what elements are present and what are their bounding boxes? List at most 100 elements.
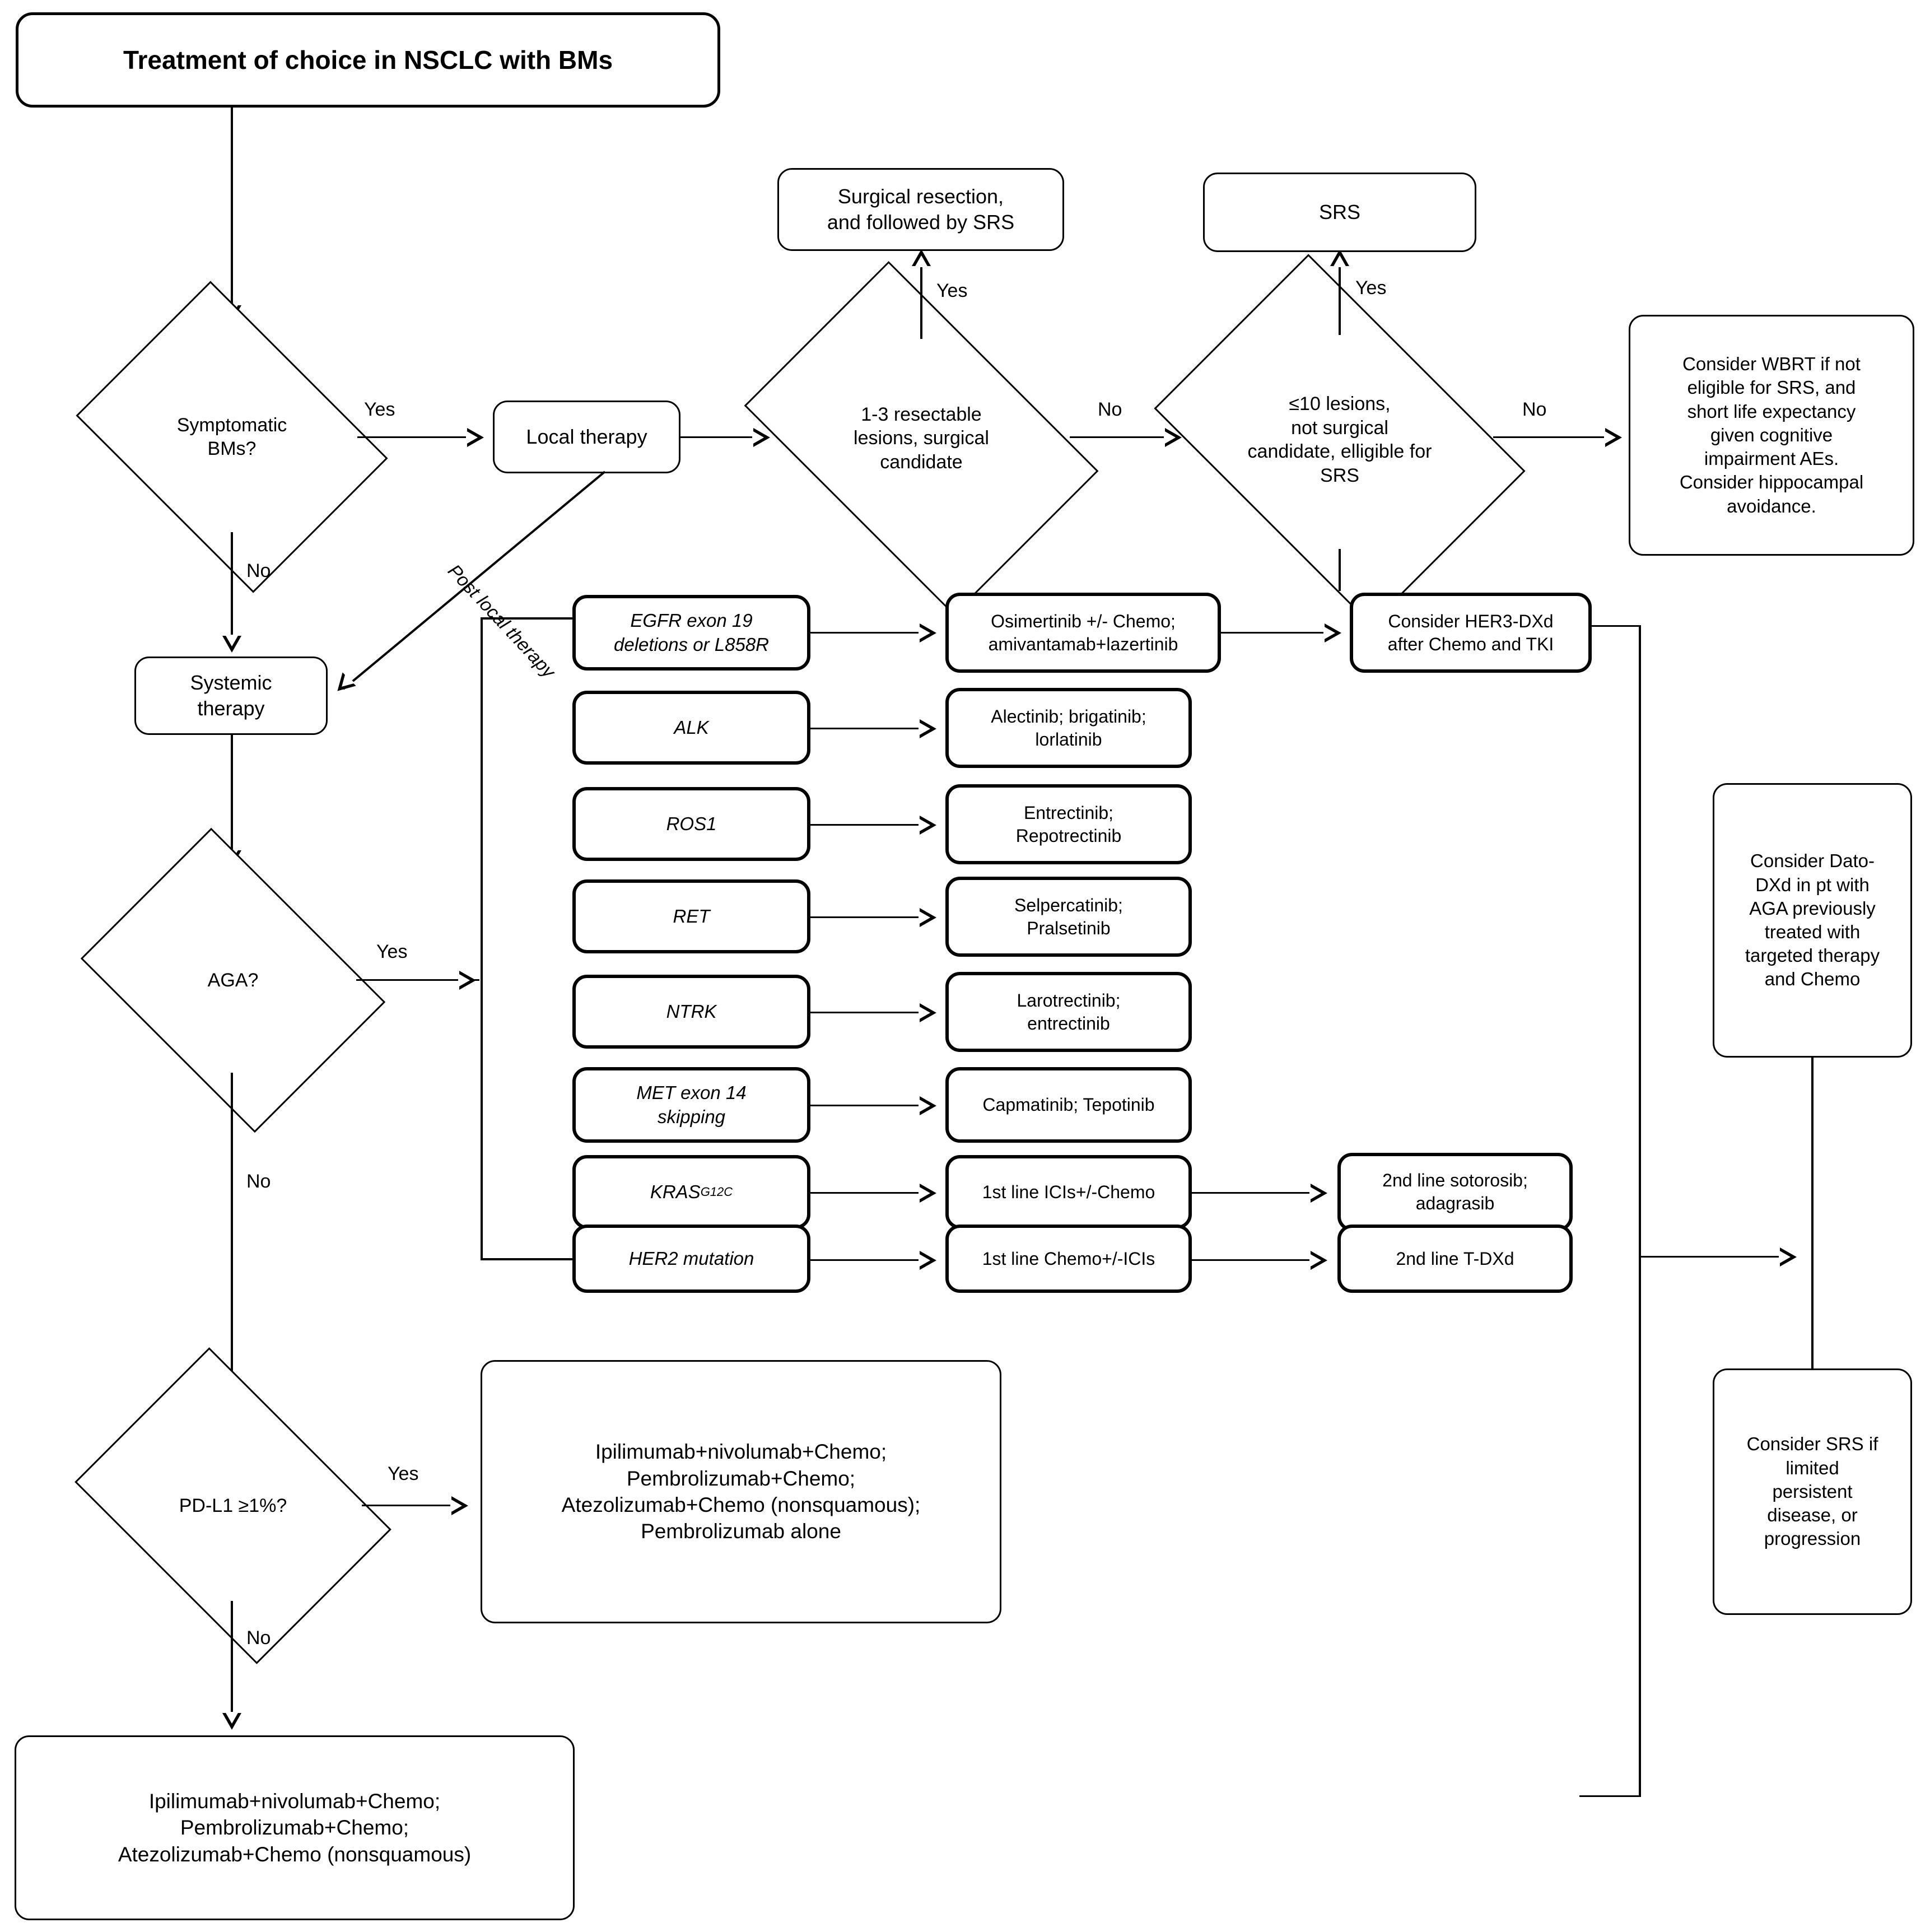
edge-label-lesions-yes: Yes — [1355, 277, 1387, 299]
edge-her3bus-to-dato-line — [1641, 1256, 1780, 1258]
arrow-right-wbrt — [1604, 428, 1622, 447]
arrow-right-dato-line — [1779, 1247, 1797, 1267]
edge-label-pdl1-yes: Yes — [388, 1463, 419, 1484]
edge-label-pdl1-no: No — [246, 1627, 271, 1649]
node-wbrt: Consider WBRT if not eligible for SRS, a… — [1629, 315, 1914, 556]
node-treatment-ret: Selpercatinib; Pralsetinib — [945, 877, 1192, 957]
edge-resectable-yes — [920, 263, 922, 339]
node-her3-dxd: Consider HER3-DXd after Chemo and TKI — [1350, 593, 1592, 673]
edge-her3-out-v — [1639, 625, 1641, 1797]
edge-met-to-treatment — [810, 1105, 920, 1106]
edge-local-to-resectable — [680, 436, 753, 438]
edge-aga-no — [231, 1073, 233, 1386]
arrow-right-pdl1-treatment — [450, 1496, 468, 1515]
node-title: Treatment of choice in NSCLC with BMs — [16, 12, 720, 108]
arrow-right-her2-treatment — [919, 1251, 936, 1270]
edge-label-aga-yes: Yes — [376, 941, 408, 962]
node-treatment-met: Capmatinib; Tepotinib — [945, 1067, 1192, 1143]
decision-resectable-label: 1-3 resectable lesions, surgical candida… — [854, 403, 989, 473]
edge-post-local-therapy — [342, 471, 606, 690]
decision-pdl1-label: PD-L1 ≥1%? — [179, 1495, 287, 1516]
node-gene-ntrk: NTRK — [572, 975, 810, 1049]
arrow-right-alk-treatment — [919, 719, 936, 738]
edge-label-symptomatic-yes: Yes — [364, 399, 395, 420]
arrow-right-kras-treatment — [919, 1184, 936, 1203]
edge-label-symptomatic-no: No — [246, 560, 271, 581]
edge-label-lesions-no: No — [1522, 399, 1547, 420]
node-treatment-ros1: Entrectinib; Repotrectinib — [945, 784, 1192, 864]
arrow-up-surgical-resection — [912, 249, 931, 267]
gene-label-kras: KRAS — [650, 1181, 701, 1202]
arrow-right-ret-treatment — [919, 908, 936, 927]
arrow-right-her3-dxd — [1323, 623, 1341, 643]
node-treatment-her2: 1st line Chemo+/-ICIs — [945, 1225, 1192, 1293]
arrow-down-pdl1-no-treatment — [222, 1712, 241, 1730]
decision-lesions-srs: ≤10 lesions, not surgical candidate, ell… — [1154, 254, 1526, 626]
edge-bottom-return-h — [1579, 1795, 1641, 1797]
edge-systemic-to-aga — [231, 735, 233, 854]
edge-symptomatic-yes — [357, 436, 467, 438]
edge-title-to-symptomatic — [231, 108, 233, 308]
decision-resectable-lesions: 1-3 resectable lesions, surgical candida… — [744, 261, 1099, 616]
arrow-right-kras-second-line — [1309, 1184, 1327, 1203]
edge-ntrk-to-treatment — [810, 1012, 920, 1013]
edge-symptomatic-no — [231, 532, 233, 639]
node-gene-ret: RET — [572, 879, 810, 953]
edge-ros1-to-treatment — [810, 824, 920, 826]
edge-kras-to-second-line — [1192, 1192, 1311, 1194]
arrow-right-egfr-treatment — [919, 623, 936, 643]
edge-lesions-bottom-stub — [1339, 549, 1341, 591]
gene-bus-branch-her2 — [481, 1258, 576, 1260]
decision-pdl1: PD-L1 ≥1%? — [74, 1347, 391, 1664]
gene-bus-branch-egfr — [481, 617, 576, 620]
decision-lesions-srs-label: ≤10 lesions, not surgical candidate, ell… — [1247, 393, 1432, 486]
node-gene-ros1: ROS1 — [572, 787, 810, 861]
edge-egfr-to-treatment — [810, 632, 920, 634]
edge-egfr-treatment-to-her3 — [1221, 632, 1325, 634]
node-pdl1-yes-treatment: Ipilimumab+nivolumab+Chemo; Pembrolizuma… — [481, 1360, 1001, 1623]
arrow-down-systemic — [222, 635, 241, 653]
arrow-right-resectable — [752, 428, 770, 447]
node-treatment-ntrk: Larotrectinib; entrectinib — [945, 972, 1192, 1052]
edge-aga-yes — [356, 979, 479, 981]
node-local-therapy: Local therapy — [493, 401, 680, 473]
edge-her2-to-second-line — [1192, 1259, 1311, 1261]
node-dato-dxd: Consider Dato- DXd in pt with AGA previo… — [1713, 783, 1912, 1058]
edge-label-aga-no: No — [246, 1171, 271, 1192]
edge-pdl1-yes — [362, 1505, 451, 1506]
node-gene-alk: ALK — [572, 691, 810, 765]
node-surgical-resection: Surgical resection, and followed by SRS — [777, 168, 1064, 251]
gene-superscript-kras: G12C — [700, 1184, 733, 1199]
decision-aga: AGA? — [80, 827, 386, 1133]
node-gene-egfr: EGFR exon 19 deletions or L858R — [572, 595, 810, 671]
edge-pdl1-no — [231, 1601, 233, 1716]
node-second-line-kras: 2nd line sotorosib; adagrasib — [1337, 1153, 1573, 1231]
edge-dato-to-consider-srs — [1811, 1058, 1814, 1368]
node-systemic-therapy: Systemic therapy — [134, 657, 328, 735]
node-gene-her2: HER2 mutation — [572, 1225, 810, 1293]
node-srs: SRS — [1203, 173, 1476, 252]
edge-label-resectable-no: No — [1098, 399, 1122, 420]
node-treatment-alk: Alectinib; brigatinib; lorlatinib — [945, 688, 1192, 768]
arrow-up-srs — [1330, 249, 1349, 267]
edge-label-resectable-yes: Yes — [936, 280, 968, 301]
edge-resectable-no — [1070, 436, 1165, 438]
arrow-right-her2-second-line — [1309, 1251, 1327, 1270]
edge-her3-out-h — [1592, 625, 1641, 627]
edge-lesions-yes — [1339, 263, 1341, 335]
node-treatment-kras: 1st line ICIs+/-Chemo — [945, 1155, 1192, 1229]
edge-alk-to-treatment — [810, 728, 920, 729]
node-second-line-her2: 2nd line T-DXd — [1337, 1225, 1573, 1293]
arrow-right-met-treatment — [919, 1096, 936, 1115]
arrow-right-gene-bus — [458, 971, 476, 990]
edge-kras-to-treatment — [810, 1192, 920, 1194]
edge-lesions-no — [1493, 436, 1605, 438]
node-consider-srs: Consider SRS if limited persistent disea… — [1713, 1368, 1912, 1615]
edge-ret-to-treatment — [810, 916, 920, 918]
arrow-right-ros1-treatment — [919, 816, 936, 835]
node-gene-met: MET exon 14 skipping — [572, 1067, 810, 1143]
node-pdl1-no-treatment: Ipilimumab+nivolumab+Chemo; Pembrolizuma… — [15, 1735, 575, 1920]
edge-her2-to-treatment — [810, 1259, 920, 1261]
